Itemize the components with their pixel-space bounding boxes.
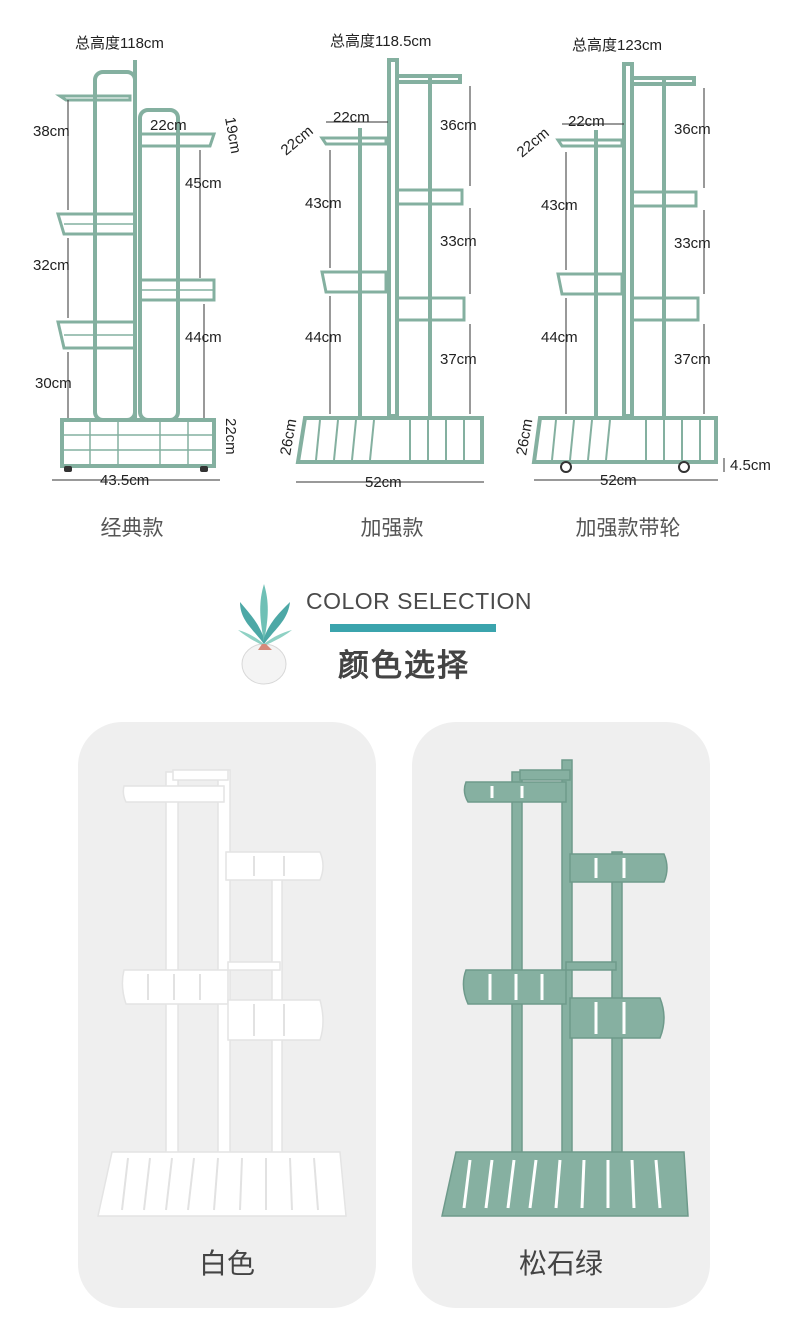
color-name-white: 白色 — [198, 1248, 255, 1279]
dim-label: 19cm — [221, 116, 244, 155]
model-reinforced-label: 加强款 — [360, 517, 424, 540]
color-name-turquoise: 松石绿 — [518, 1248, 603, 1279]
dim-label: 44cm — [185, 329, 222, 346]
color-selection-header: COLOR SELECTION 颜色选择 — [230, 580, 560, 690]
dim-label: 32cm — [33, 257, 70, 274]
model-wheels-total-height: 总高度123cm — [572, 37, 662, 54]
model-classic-total-height: 总高度118cm — [75, 35, 164, 52]
dim-label: 52cm — [365, 474, 402, 491]
color-card-turquoise[interactable]: 松石绿 — [412, 722, 710, 1308]
dim-label: 33cm — [674, 235, 711, 252]
dimension-diagrams: 总高度118cm 38cm 32cm 30cm 22cm 19cm 45cm 4… — [33, 33, 771, 491]
model-wheels-diagram — [531, 62, 718, 464]
dim-label: 44cm — [305, 329, 342, 346]
color-card-white[interactable]: 白色 — [78, 722, 376, 1308]
dim-label: 43cm — [305, 195, 342, 212]
dim-label: 36cm — [674, 121, 711, 138]
dim-label: 26cm — [277, 418, 300, 457]
dim-label: 22cm — [568, 113, 605, 130]
dim-label: 22cm — [278, 122, 317, 159]
dim-label: 22cm — [222, 418, 239, 455]
dim-label: 22cm — [333, 109, 370, 126]
model-reinforced-dim-lines — [296, 86, 484, 483]
model-reinforced-diagram — [295, 58, 484, 464]
shelf-turquoise-image — [441, 759, 689, 1217]
shelf-white-image — [97, 769, 347, 1217]
dim-label: 33cm — [440, 233, 477, 250]
model-classic-dim-lines — [52, 100, 220, 481]
accent-bar — [330, 624, 496, 632]
model-reinforced-base-slats — [315, 419, 465, 461]
dim-label: 52cm — [600, 472, 637, 489]
model-wheels-dim-lines — [534, 88, 725, 481]
dim-label: 37cm — [440, 351, 477, 368]
model-wheels-base-slats — [551, 419, 701, 461]
model-wheels-label: 加强款带轮 — [575, 517, 681, 540]
dim-label: 4.5cm — [730, 457, 771, 474]
dim-label: 43cm — [541, 197, 578, 214]
dim-label: 36cm — [440, 117, 477, 134]
dim-label: 22cm — [514, 124, 553, 161]
dim-label: 37cm — [674, 351, 711, 368]
dim-label: 45cm — [185, 175, 222, 192]
model-reinforced-total-height: 总高度118.5cm — [330, 33, 431, 50]
dim-label: 44cm — [541, 329, 578, 346]
color-selection-title-en: COLOR SELECTION — [306, 588, 533, 614]
dim-label: 43.5cm — [100, 472, 149, 489]
dim-label: 30cm — [35, 375, 72, 392]
model-classic-feet — [64, 466, 208, 472]
dim-label: 26cm — [513, 418, 536, 457]
model-classic-diagram — [55, 60, 217, 468]
color-selection-title-zh: 颜色选择 — [338, 648, 470, 683]
dim-label: 38cm — [33, 123, 70, 140]
model-classic-label: 经典款 — [100, 517, 164, 540]
wheel-icon — [560, 461, 690, 473]
dim-label: 22cm — [150, 117, 187, 134]
succulent-pot-icon — [238, 584, 292, 685]
